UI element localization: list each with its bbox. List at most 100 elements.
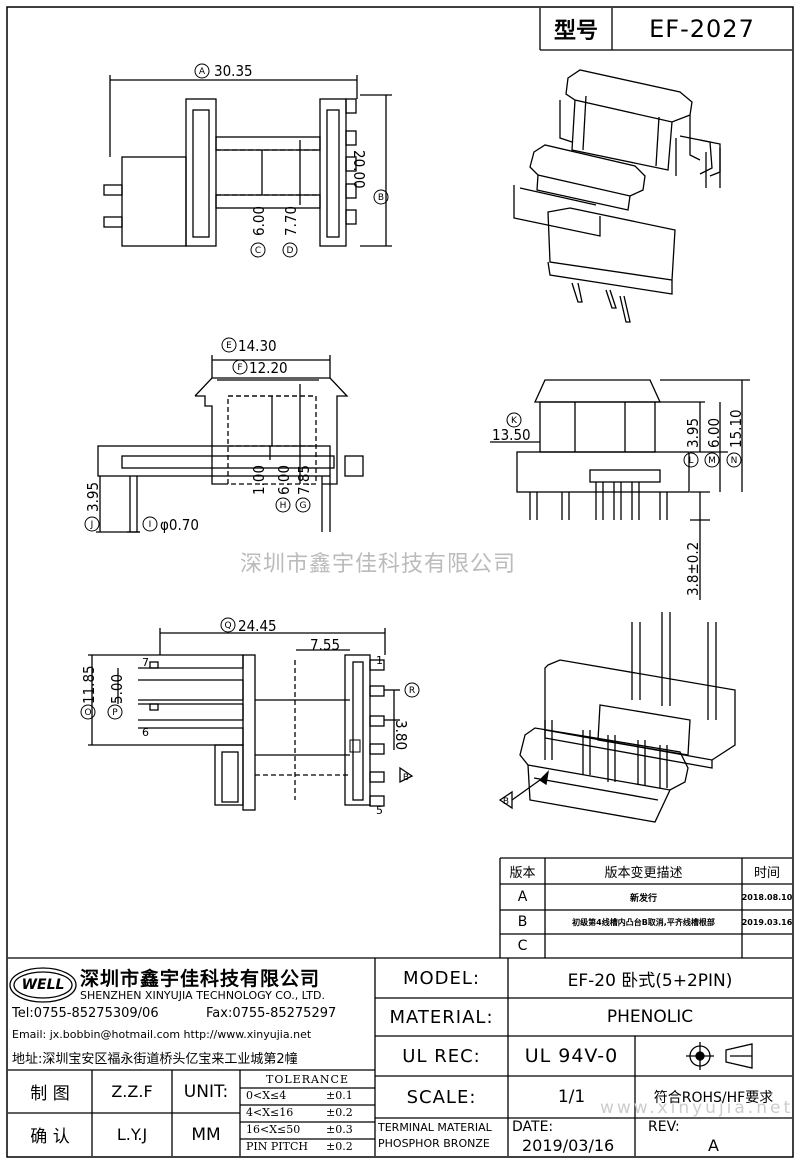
pin-number-5: 5 — [376, 804, 383, 817]
svg-text:R: R — [409, 686, 415, 696]
company-logo-text: WELL — [21, 977, 65, 993]
rev-label: REV: — [648, 1119, 680, 1135]
check-label: 确 认 — [30, 1127, 70, 1147]
pin-number-7: 7 — [142, 656, 149, 669]
date-value: 2019/03/16 — [522, 1136, 615, 1155]
draw-name: Z.Z.F — [111, 1082, 153, 1101]
dim-i: φ0.70 — [160, 516, 199, 534]
iso-view-bottom — [498, 612, 736, 823]
rev-row-a-desc: 新发行 — [629, 893, 657, 904]
unit-value: MM — [191, 1124, 221, 1145]
svg-text:M: M — [708, 456, 716, 466]
dim-h: 6.00 — [275, 464, 293, 495]
title-block-lines — [8, 8, 792, 1156]
scale-label: SCALE: — [406, 1086, 477, 1108]
material-value: PHENOLIC — [606, 1007, 694, 1027]
svg-text:D: D — [287, 246, 294, 256]
model-value: EF-20 卧式(5+2PIN) — [567, 970, 733, 991]
top-view — [88, 628, 414, 811]
svg-text:N: N — [731, 456, 738, 466]
tolerance-title: TOLERANCE — [266, 1073, 349, 1086]
svg-text:Q: Q — [224, 621, 231, 631]
company-email: Email: jx.bobbin@hotmail.com http://www.… — [12, 1028, 312, 1041]
dim-f: 12.20 — [249, 359, 288, 377]
svg-text:H: H — [280, 501, 287, 511]
circled-labels — [80, 63, 742, 720]
dim-n: 15.10 — [727, 409, 745, 448]
dim-p: 5.00 — [108, 673, 126, 704]
svg-text:G: G — [300, 501, 307, 511]
svg-text:B: B — [403, 773, 409, 783]
ulrec-value: UL 94V-0 — [524, 1045, 619, 1067]
rev-row-b-desc: 初级第4线槽内凸台B取消,平齐线槽根部 — [572, 917, 715, 927]
dim-h-inner: 1.00 — [250, 464, 268, 495]
type-label: 型号 — [553, 19, 598, 44]
company-address: 地址:深圳宝安区福永街道桥头亿宝来工业城第2幢 — [12, 1052, 298, 1067]
rev-header-date: 时间 — [753, 865, 780, 881]
dim-q: 24.45 — [238, 617, 277, 635]
watermark: 深圳市鑫宇佳科技有限公司 — [240, 552, 517, 577]
terminal-material-value: PHOSPHOR BRONZE — [378, 1137, 490, 1150]
rev-header-desc: 版本变更描述 — [604, 865, 683, 881]
dim-m: 6.00 — [705, 417, 723, 448]
tolerance-value-4: ±0.2 — [326, 1140, 353, 1153]
dim-e: 14.30 — [238, 337, 277, 355]
rev-value: A — [708, 1136, 719, 1155]
dim-g: 7.85 — [295, 464, 313, 495]
company-name-en: SHENZHEN XINYUJIA TECHNOLOGY CO., LTD. — [80, 989, 325, 1002]
dim-r: 3.80 — [392, 720, 410, 751]
svg-text:B: B — [503, 797, 509, 807]
tolerance-value-3: ±0.3 — [326, 1123, 353, 1136]
pin-number-6: 6 — [142, 726, 149, 739]
front-view — [103, 75, 392, 247]
model-label: MODEL: — [402, 967, 481, 989]
dim-q2: 7.55 — [310, 636, 341, 654]
dim-a: 30.35 — [214, 62, 253, 80]
dim-d: 7.70 — [282, 205, 300, 236]
unit-label: UNIT: — [183, 1081, 229, 1102]
svg-text:J: J — [90, 520, 94, 530]
check-name: L.Y.J — [116, 1125, 148, 1144]
rev-row-c-ver: C — [517, 938, 528, 954]
dim-o: 11.85 — [80, 665, 98, 704]
pin-number-1: 1 — [376, 654, 383, 667]
model-code: EF-2027 — [649, 15, 755, 43]
tolerance-range-2: 4<X≤16 — [246, 1106, 294, 1119]
svg-text:F: F — [237, 363, 242, 373]
projection-symbol-icon — [686, 1042, 753, 1070]
svg-text:I: I — [149, 520, 152, 530]
tolerance-range-3: 16<X≤50 — [246, 1123, 301, 1136]
ulrec-label: UL REC: — [402, 1045, 481, 1067]
company-tel: Tel:0755-85275309/06 — [12, 1006, 159, 1021]
tolerance-value-2: ±0.2 — [326, 1106, 353, 1119]
tolerance-value-1: ±0.1 — [326, 1089, 353, 1102]
watermark-url: www.xinyujia.net — [600, 1098, 794, 1118]
rev-row-b-date: 2019.03.16 — [741, 917, 793, 927]
svg-text:O: O — [84, 708, 91, 718]
terminal-material-label: TERMINAL MATERIAL — [378, 1121, 492, 1134]
material-label: MATERIAL: — [389, 1006, 494, 1028]
rev-row-b-ver: B — [517, 914, 528, 930]
iso-view-top — [513, 69, 721, 323]
tolerance-range-1: 0<X≤4 — [246, 1089, 287, 1102]
scale-value: 1/1 — [557, 1087, 586, 1107]
svg-text:L: L — [688, 456, 693, 466]
side-view — [96, 355, 364, 533]
company-name-cn: 深圳市鑫宇佳科技有限公司 — [80, 968, 321, 990]
tolerance-range-4: PIN PITCH — [246, 1140, 308, 1153]
end-view — [490, 379, 750, 600]
svg-text:E: E — [226, 341, 232, 351]
company-fax: Fax:0755-85275297 — [206, 1006, 337, 1021]
dim-b: 20.00 — [350, 150, 368, 189]
company-logo-icon — [9, 967, 77, 1003]
circled-letters: A B C D E F H G I J K L M N Q O P R B B — [84, 67, 737, 807]
svg-text:A: A — [199, 67, 206, 77]
dim-pin-length: 3.8±0.2 — [684, 541, 702, 596]
rev-row-a-date: 2018.08.10 — [741, 892, 793, 902]
dim-l: 3.95 — [684, 417, 702, 448]
svg-text:K: K — [511, 416, 518, 426]
date-label: DATE: — [512, 1119, 554, 1135]
dim-c: 6.00 — [250, 205, 268, 236]
svg-text:P: P — [112, 708, 118, 718]
